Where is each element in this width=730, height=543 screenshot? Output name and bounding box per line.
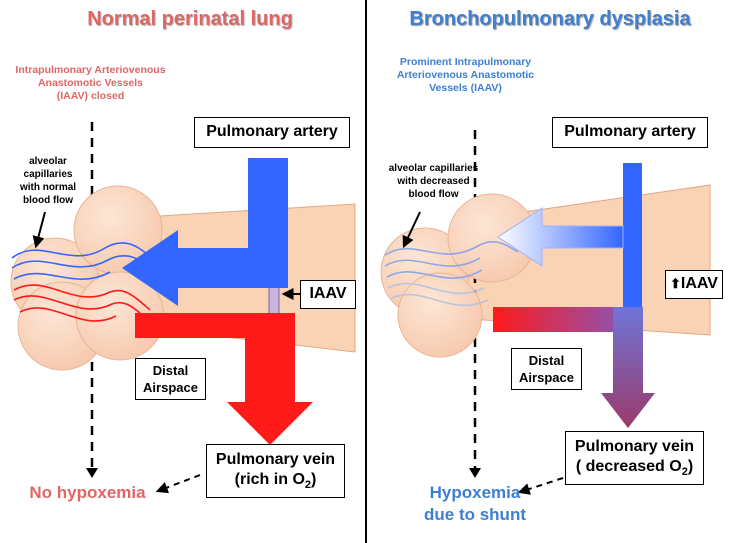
right-airspace-line: Distal: [528, 353, 565, 368]
right-capillary-note-line: with decreased: [397, 176, 470, 187]
left-iaav-label: IAAV: [300, 280, 356, 309]
left-capillary-note-line: alveolar: [29, 156, 67, 167]
left-capillary-note-line: blood flow: [23, 195, 73, 206]
right-title: Bronchopulmonary dysplasia: [409, 8, 691, 30]
right-airspace-label: Distal Airspace: [511, 348, 582, 390]
right-outcome: Hypoxemia due to shunt: [405, 482, 545, 526]
right-capillary-note: alveolar capillaries with decreased bloo…: [376, 162, 491, 201]
left-capillary-note-line: capillaries: [23, 169, 73, 180]
right-capillaries-grey: [387, 282, 489, 307]
right-artery-label: Pulmonary artery: [552, 117, 708, 148]
right-capillary-note-line: blood flow: [408, 189, 459, 200]
left-outcome: No hypoxemia: [29, 483, 146, 502]
left-vessel-note-line: (IAAV) closed: [56, 90, 125, 102]
right-outcome-line: due to shunt: [424, 505, 526, 524]
right-vessel-note-line: Vessels (IAAV): [429, 82, 502, 94]
right-vein-line1: Pulmonary vein: [574, 438, 695, 455]
left-airspace-line: Distal: [152, 363, 189, 378]
left-title: Normal perinatal lung: [87, 8, 293, 30]
right-outcome-line: Hypoxemia: [429, 483, 521, 502]
right-capillaries-blue: [384, 241, 519, 279]
left-vein-line2: (rich in O2): [234, 471, 317, 492]
left-artery-label: Pulmonary artery: [194, 117, 350, 148]
right-vessel-note: Prominent Intrapulmonary Arteriovenous A…: [378, 56, 553, 95]
left-capillary-note-line: with normal: [19, 182, 77, 193]
right-iaav-text: IAAV: [680, 275, 718, 292]
left-capillaries-blue: [11, 242, 151, 280]
left-vessel-note-line: Intrapulmonary Arteriovenous: [15, 64, 166, 76]
left-alveoli-cluster: [10, 185, 165, 371]
right-vessel-note-line: Prominent Intrapulmonary: [399, 56, 532, 68]
right-vein-line2: ( decreased O2): [575, 458, 694, 479]
left-vessel-note: Intrapulmonary Arteriovenous Anastomotic…: [3, 64, 178, 103]
right-airspace-line: Airspace: [519, 370, 574, 385]
left-airspace-line: Airspace: [143, 380, 198, 395]
right-mixed-down-arrow: [601, 307, 655, 428]
right-capillary-note-line: alveolar capillaries: [388, 163, 479, 174]
right-dashed-arrowhead: [469, 468, 481, 478]
right-alveoli-cluster: [380, 193, 537, 358]
right-faded-arrow: [497, 207, 624, 267]
left-dashed-arrowhead: [86, 468, 98, 478]
left-iaav-text: IAAV: [309, 285, 347, 302]
left-artery-arrow: [122, 158, 288, 306]
left-capillary-note: alveolar capillaries with normal blood f…: [8, 155, 88, 207]
left-vein-label: Pulmonary vein (rich in O2): [206, 444, 345, 498]
left-vein-arrow: [135, 313, 313, 445]
left-vein-line1: Pulmonary vein: [215, 451, 336, 468]
left-capillaries-red: [13, 284, 151, 323]
right-iaav-label: ⬆IAAV: [665, 270, 723, 299]
left-airspace-label: Distal Airspace: [135, 358, 206, 400]
right-vein-label: Pulmonary vein ( decreased O2): [565, 431, 704, 485]
up-arrow-icon: ⬆: [670, 276, 681, 291]
right-artery-vertical: [623, 163, 642, 308]
left-vessel-note-line: Anastomotic Vessels: [37, 77, 144, 89]
right-vessel-note-line: Arteriovenous Anastomotic: [396, 69, 535, 81]
